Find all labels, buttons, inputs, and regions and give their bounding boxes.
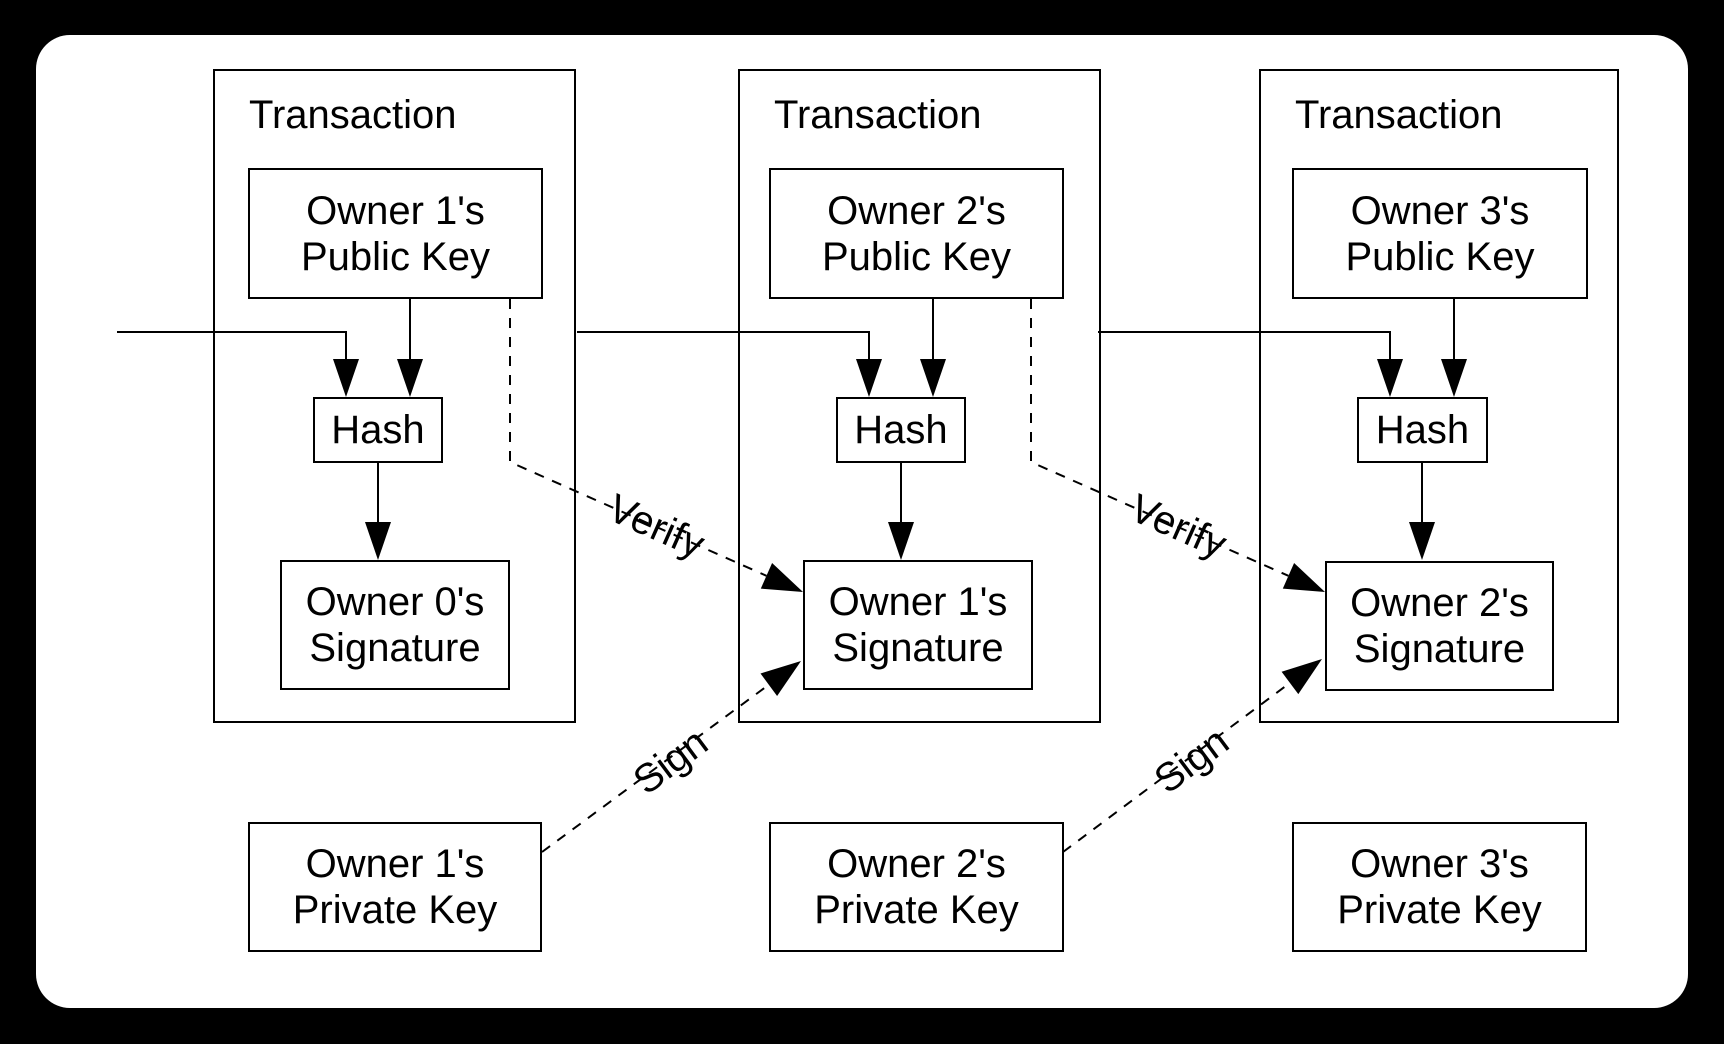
prev-tx-line-2 — [577, 331, 870, 359]
private-key-2-line2: Private Key — [814, 888, 1019, 932]
public-key-2-line2: Public Key — [822, 234, 1011, 279]
prev-tx-line-1 — [117, 331, 347, 359]
public-key-1-line1: Owner 1's — [306, 188, 485, 233]
signature-1-line2: Signature — [309, 626, 481, 670]
transaction-title-2: Transaction — [774, 93, 982, 137]
prev-tx-arrowhead-3 — [1377, 359, 1403, 397]
verify-dashed-line-2 — [1030, 299, 1289, 577]
hash-label-2: Hash — [854, 408, 948, 452]
signature-2-line1: Owner 1's — [828, 580, 1008, 624]
signature-3-line1: Owner 2's — [1350, 581, 1529, 625]
hash-box-1: Hash — [313, 397, 443, 463]
signature-box-1: Owner 0's Signature — [280, 560, 510, 690]
public-key-box-1: Owner 1's Public Key — [248, 168, 543, 299]
sign-arrowhead-1 — [760, 661, 801, 696]
prev-tx-arrowhead-1 — [333, 359, 359, 397]
transaction-box-1: Transaction — [213, 69, 576, 723]
signature-1-line1: Owner 0's — [305, 580, 485, 624]
public-key-box-2: Owner 2's Public Key — [769, 168, 1064, 299]
transaction-box-2: Transaction — [738, 69, 1101, 723]
pubkey-to-hash-arrowhead-1 — [397, 359, 423, 397]
hash-label-1: Hash — [331, 408, 425, 452]
signature-3-line2: Signature — [1353, 627, 1526, 671]
sign-dashed-line-1 — [541, 683, 770, 853]
hash-to-signature-arrowhead-1 — [365, 522, 391, 560]
hash-box-2: Hash — [836, 397, 966, 463]
prev-tx-arrowhead-2 — [856, 359, 882, 397]
hash-label-3: Hash — [1375, 408, 1470, 452]
signature-box-3: Owner 2's Signature — [1325, 561, 1554, 691]
private-key-box-1: Owner 1's Private Key — [248, 822, 542, 952]
sign-arrowhead-2 — [1281, 659, 1322, 695]
private-key-3-line1: Owner 3's — [1350, 842, 1529, 886]
verify-arrowhead-2 — [1282, 563, 1325, 592]
private-key-3-line2: Private Key — [1337, 888, 1542, 932]
private-key-2-line1: Owner 2's — [827, 842, 1006, 886]
pubkey-to-hash-arrowhead-2 — [920, 359, 946, 397]
private-key-1-line1: Owner 1's — [305, 842, 485, 886]
transaction-box-3: Transaction — [1259, 69, 1619, 723]
hash-box-3: Hash — [1357, 397, 1488, 463]
verify-dashed-line-1 — [509, 299, 767, 577]
public-key-3-line1: Owner 3's — [1350, 188, 1530, 233]
hash-to-signature-arrowhead-3 — [1409, 522, 1435, 560]
transaction-title-1: Transaction — [249, 93, 457, 137]
public-key-3-line2: Public Key — [1345, 234, 1535, 279]
transaction-title-3: Transaction — [1295, 93, 1503, 137]
private-key-box-2: Owner 2's Private Key — [769, 822, 1064, 952]
signature-2-line2: Signature — [832, 626, 1004, 670]
private-key-1-line2: Private Key — [292, 888, 498, 932]
prev-tx-line-3 — [1098, 331, 1391, 359]
pubkey-to-hash-arrowhead-3 — [1441, 359, 1467, 397]
hash-to-signature-arrowhead-2 — [888, 522, 914, 560]
public-key-2-line1: Owner 2's — [827, 188, 1006, 233]
verify-arrowhead-1 — [760, 563, 803, 592]
public-key-1-line2: Public Key — [301, 234, 490, 279]
signature-box-2: Owner 1's Signature — [803, 560, 1033, 690]
public-key-box-3: Owner 3's Public Key — [1292, 168, 1588, 299]
private-key-box-3: Owner 3's Private Key — [1292, 822, 1587, 952]
sign-dashed-line-2 — [1062, 682, 1291, 853]
